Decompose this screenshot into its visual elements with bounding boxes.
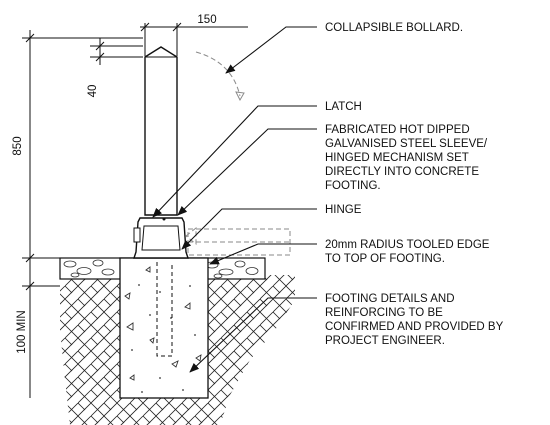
callout-footing: FOOTING DETAILS AND REINFORCING TO BE CO… [325,293,504,347]
callout-footing-line: REINFORCING TO BE [325,307,443,319]
height-dimension-label: 850 [12,136,24,155]
width-dimension-label: 150 [197,14,216,26]
depth-dimension [22,281,60,398]
callout-hinge: HINGE [325,204,362,216]
callout-sleeve-line: FABRICATED HOT DIPPED [325,124,470,136]
callout-sleeve-line: DIRECTLY INTO CONCRETE [325,166,479,178]
callout-footing-line: FOOTING DETAILS AND [325,293,455,305]
bollard [144,46,178,216]
collapse-arc-arrow [195,51,245,102]
callout-footing-line: PROJECT ENGINEER. [325,335,445,347]
concrete-footing [119,257,209,399]
callout-bollard-line: COLLAPSIBLE BOLLARD. [325,22,463,34]
tip-dimension-label: 40 [87,85,99,98]
leader-lines [152,26,317,373]
callout-sleeve: FABRICATED HOT DIPPED GALVANISED STEEL S… [325,124,488,192]
callout-sleeve-line: FOOTING. [325,180,381,192]
callout-sleeve-line: HINGED MECHANISM SET [325,152,469,164]
earth-hatch [60,275,295,425]
depth-dimension-label: 100 MIN [16,310,28,353]
callout-edge-line: TO TOP OF FOOTING. [325,253,445,265]
collapsed-bollard-outline [185,226,291,256]
callout-latch: LATCH [325,101,362,113]
callout-latch-line: LATCH [325,101,362,113]
tip-dimension [90,38,143,65]
callout-edge: 20mm RADIUS TOOLED EDGE TO TOP OF FOOTIN… [325,239,490,265]
callout-bollard: COLLAPSIBLE BOLLARD. [325,22,463,34]
callout-hinge-line: HINGE [325,204,362,216]
hinge-mechanism [133,217,189,259]
callout-footing-line: CONFIRMED AND PROVIDED BY [325,321,504,333]
width-dimension [140,22,248,56]
callout-sleeve-line: GALVANISED STEEL SLEEVE/ [325,138,488,150]
height-dimension [22,30,143,290]
callout-edge-line: 20mm RADIUS TOOLED EDGE [325,239,490,251]
